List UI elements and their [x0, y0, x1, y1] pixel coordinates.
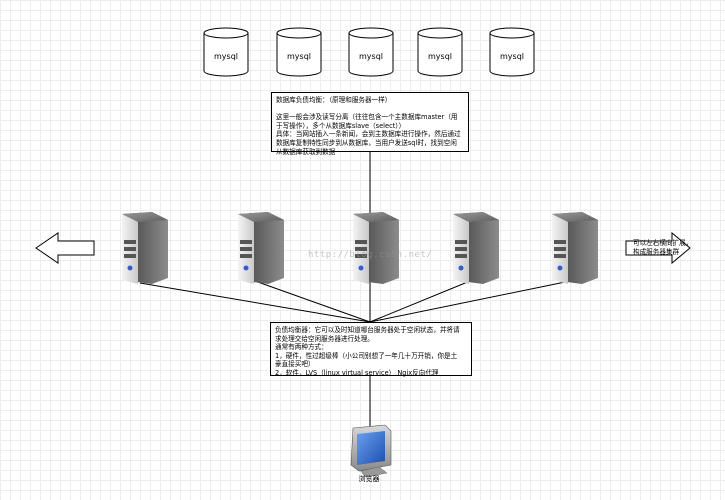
server-icon[interactable] — [122, 212, 168, 284]
note-line: 数据库复制特性同步到从数据库，当用户发送sql时，找到空闲 — [276, 138, 457, 147]
watermark-text: http://blog.csdn.net/ — [308, 250, 433, 260]
line-lb-to-server-1 — [139, 282, 371, 323]
database-icon[interactable]: mysql — [417, 27, 463, 77]
note-line: 数据库负债均衡：（原理和服务器一样） — [276, 96, 392, 104]
load-balancer-note: 负债均衡器：它可以及时知道哪台服务器处于空闲状态，并将请 求处理交给空闲服务器进… — [270, 322, 472, 377]
note-line: 通常有两种方式： — [275, 343, 328, 352]
browser-label: 浏览器 — [358, 475, 380, 483]
note-line: 这里一般会涉及读写分离（往往包含一个主数据库master（用 — [276, 113, 458, 122]
database-group: mysql mysql mysql mysql mysql — [203, 27, 535, 77]
database-icon[interactable]: mysql — [348, 27, 394, 77]
line-lb-to-server-4 — [369, 280, 471, 323]
server-group — [122, 212, 598, 284]
database-label: mysql — [500, 52, 524, 61]
server-icon[interactable] — [238, 212, 284, 284]
note-line: 从数据库获取到数据 — [276, 147, 336, 156]
db-load-balance-note: 数据库负债均衡：（原理和服务器一样） 这里一般会涉及读写分离（往往包含一个主数据… — [271, 92, 469, 156]
arrow-left-icon — [35, 232, 95, 264]
monitor-icon[interactable] — [350, 424, 392, 478]
database-label: mysql — [287, 52, 311, 61]
note-line: 1，硬件，性过超级棒（小公司别想了一年几十万开销，你是土 — [275, 351, 458, 360]
database-icon[interactable]: mysql — [489, 27, 535, 77]
line-lb-to-server-5 — [369, 280, 571, 323]
server-icon[interactable] — [353, 212, 399, 284]
note-line: 求处理交给空闲服务器进行处理。 — [275, 334, 374, 343]
note-line: 可以左右横向扩展， — [633, 239, 693, 247]
server-icon[interactable] — [552, 212, 598, 284]
arrow-right-icon — [625, 231, 691, 265]
database-label: mysql — [359, 52, 383, 61]
cluster-scale-note: 可以左右横向扩展， 构成服务器集群 — [633, 239, 693, 256]
database-label: mysql — [214, 52, 238, 61]
database-icon[interactable]: mysql — [203, 27, 249, 77]
server-icon[interactable] — [453, 212, 499, 284]
note-line: 豪直接买吧） — [275, 360, 315, 369]
line-lb-to-server-2 — [254, 280, 371, 323]
note-line: 2，软件，LVS（linux virtual service） Ngix反向代理 — [275, 368, 439, 377]
note-line — [276, 105, 464, 114]
note-line: 负债均衡器：它可以及时知道哪台服务器处于空闲状态，并将请 — [275, 326, 460, 334]
note-line: 构成服务器集群 — [633, 247, 680, 256]
database-label: mysql — [428, 52, 452, 61]
note-line: 具体：当网站插入一条新闻，会到主数据库进行操作，然后通过 — [276, 130, 461, 139]
database-icon[interactable]: mysql — [276, 27, 322, 77]
connector-lines — [139, 152, 571, 428]
note-line: 于写操作），多个从数据库slave（select）） — [276, 121, 406, 130]
